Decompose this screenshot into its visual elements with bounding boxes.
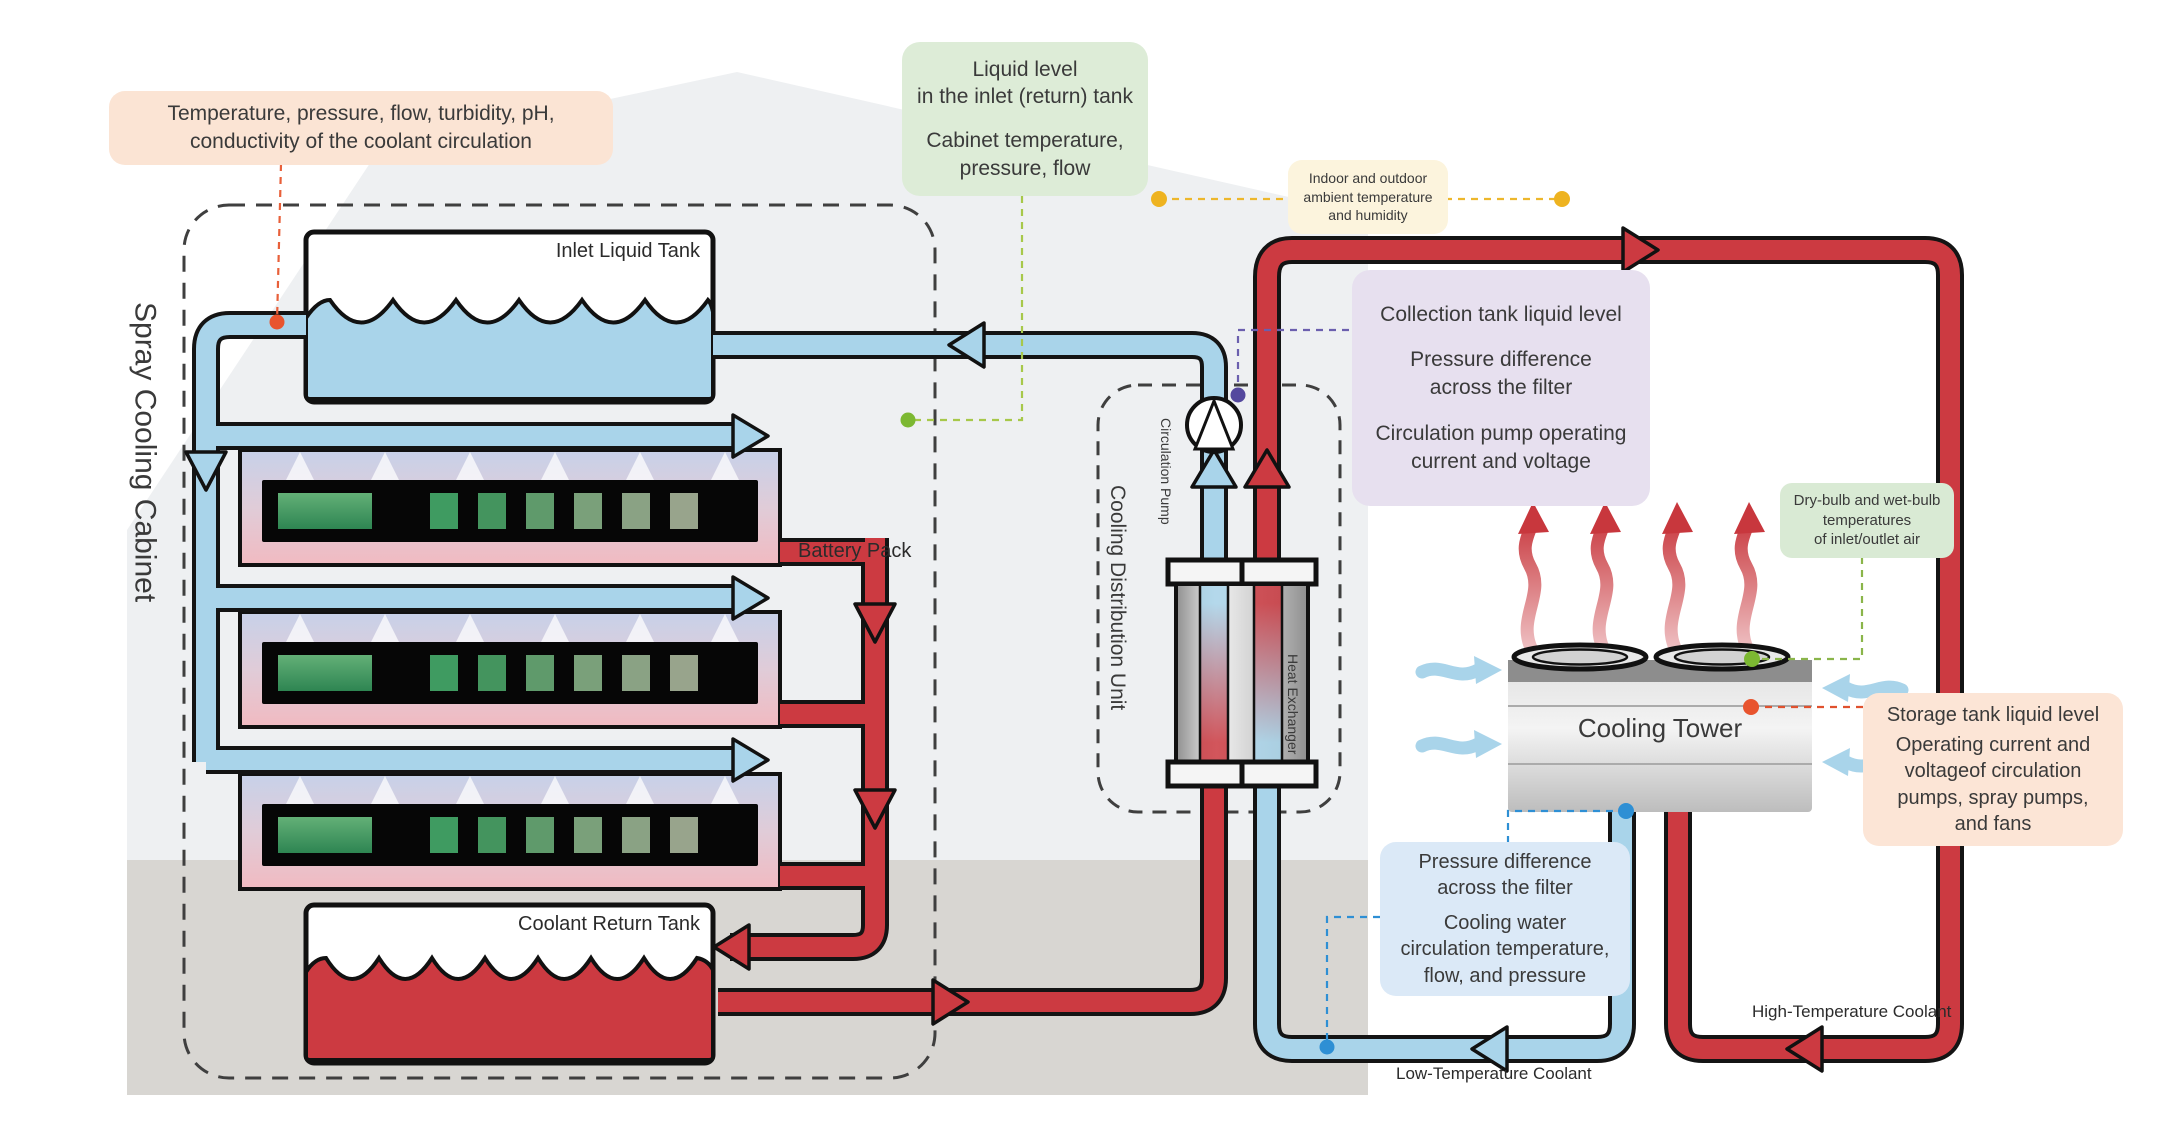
- inlet-tank-liquid: [304, 296, 715, 401]
- flow-arrowheads: [184, 226, 1824, 1073]
- arrow-up-pump-line: [1190, 448, 1238, 489]
- circulation-pump-label: Circulation Pump: [1158, 417, 1175, 525]
- sensor-dot-coolant-quality: [269, 314, 285, 330]
- callout-storage-p1: Storage tank liquid level: [1886, 703, 2100, 726]
- inlet-tank-label: Inlet Liquid Tank: [555, 240, 700, 262]
- arrow-high-temp: [1785, 1025, 1824, 1073]
- cooling-tower-label: Cooling Tower: [1577, 713, 1743, 743]
- hx-channel-hot-to-cold: [1254, 586, 1282, 760]
- cold-coolant-pipes: [192, 311, 1636, 1063]
- arrow-to-inlet-tank: [947, 321, 986, 369]
- battery-module-3: [238, 772, 782, 891]
- connector-coolant-quality: [275, 163, 283, 323]
- hx-channel-cold-to-hot: [1200, 586, 1228, 760]
- callout-filter: Pressure difference across the filter Co…: [1380, 842, 1630, 996]
- battery-display: [278, 655, 372, 691]
- sensor-dot-ambient-left: [1151, 191, 1167, 207]
- circulation-pump: [1185, 396, 1243, 454]
- sensor-dot-ambient-right: [1554, 191, 1570, 207]
- callout-collection-p3: Circulation pump operating current and v…: [1375, 421, 1627, 473]
- connector-dry-bulb: [1752, 557, 1864, 661]
- callout-ambient-text: Indoor and outdoor ambient temperature a…: [1303, 170, 1433, 224]
- callout-dry-bulb-text: Dry-bulb and wet-bulb temperatures of in…: [1793, 491, 1941, 549]
- battery-status-leds: [430, 493, 698, 529]
- sensor-dot-filter: [1618, 803, 1634, 819]
- arrow-into-return-tank: [712, 923, 751, 971]
- arrow-top-loop: [1621, 226, 1660, 274]
- low-temp-coolant-label: Low-Temperature Coolant: [1396, 1064, 1592, 1083]
- sensor-dot-cabinet: [900, 412, 916, 428]
- arrow-low-temp: [1470, 1025, 1509, 1073]
- callout-coolant-quality: Temperature, pressure, flow, turbidity, …: [109, 91, 613, 165]
- cabinet-title: Spray Cooling Cabinet: [128, 301, 162, 603]
- callout-filter-p2: Cooling water circulation temperature, f…: [1400, 911, 1610, 987]
- callout-dry-bulb: Dry-bulb and wet-bulb temperatures of in…: [1780, 483, 1954, 558]
- arrow-into-module-2: [731, 575, 770, 621]
- sensor-dot-collection: [1230, 387, 1246, 403]
- callout-ambient: Indoor and outdoor ambient temperature a…: [1288, 160, 1448, 234]
- heat-exhaust-arrows: [1518, 517, 1758, 657]
- arrow-down-collector-2: [853, 788, 897, 830]
- connector-filter-a: [1506, 809, 1626, 842]
- cdu-title: Cooling Distribution Unit: [1106, 485, 1130, 711]
- callout-inlet-level-p2: Cabinet temperature, pressure, flow: [926, 129, 1124, 180]
- arrow-down-supply: [184, 450, 228, 492]
- battery-modules: [238, 448, 782, 891]
- battery-display: [278, 493, 372, 529]
- callout-inlet-level-p1: Liquid level in the inlet (return) tank: [917, 57, 1133, 109]
- heat-exchanger-label: Heat Exchanger: [1285, 653, 1302, 755]
- callout-collection: Collection tank liquid level Pressure di…: [1352, 270, 1650, 506]
- callout-inlet-level: Liquid level in the inlet (return) tank …: [902, 42, 1148, 196]
- high-temp-coolant-label: High-Temperature Coolant: [1752, 1002, 1952, 1021]
- callout-filter-p1: Pressure difference across the filter: [1418, 851, 1592, 900]
- sensor-dot-cooling-water: [1319, 1039, 1335, 1055]
- return-tank: [303, 902, 716, 1066]
- callout-coolant-quality-text: Temperature, pressure, flow, turbidity, …: [167, 102, 555, 153]
- arrow-up-hot-line: [1243, 448, 1291, 489]
- callout-storage-p2: Operating current and voltageof circulat…: [1895, 733, 2091, 836]
- arrow-into-module-3: [731, 737, 770, 783]
- hot-coolant-pipes: [718, 236, 1964, 1063]
- sensor-dots: [269, 191, 1760, 1055]
- connector-collection: [1236, 328, 1352, 395]
- tower-fan-left: [1511, 642, 1649, 672]
- battery-pack-label: Battery Pack: [798, 540, 912, 562]
- callout-collection-p2: Pressure difference across the filter: [1410, 348, 1592, 400]
- return-tank-label: Coolant Return Tank: [518, 913, 700, 935]
- return-tank-liquid: [304, 954, 715, 1062]
- air-intake-arrowheads: [1474, 656, 1850, 776]
- battery-status-leds: [430, 817, 698, 853]
- battery-module-1: [238, 448, 782, 567]
- sensor-dot-storage: [1743, 699, 1759, 715]
- heat-exhaust-arrowheads: [1518, 502, 1765, 534]
- cabinet-dashed-border: [182, 203, 937, 1080]
- spray-nozzles: [283, 452, 742, 486]
- battery-display: [278, 817, 372, 853]
- battery-status-leds: [430, 655, 698, 691]
- arrow-return-out: [931, 978, 970, 1026]
- spray-nozzles: [283, 776, 742, 810]
- sensor-dot-dry-bulb: [1744, 651, 1760, 667]
- tower-fan-right: [1653, 642, 1791, 672]
- arrow-into-module-1: [731, 413, 770, 459]
- arrow-down-collector-1: [853, 602, 897, 644]
- connector-inlet-level: [908, 196, 1024, 422]
- inlet-tank: [303, 229, 716, 405]
- heat-exchanger: [1165, 557, 1319, 789]
- battery-module-2: [238, 610, 782, 729]
- spray-nozzles: [283, 614, 742, 648]
- connector-filter-b: [1325, 915, 1380, 1047]
- tower-body: [1508, 660, 1812, 812]
- callout-storage: Storage tank liquid level Operating curr…: [1863, 693, 2123, 846]
- cooling-tower: [1415, 502, 1909, 812]
- callout-collection-p1: Collection tank liquid level: [1380, 302, 1622, 326]
